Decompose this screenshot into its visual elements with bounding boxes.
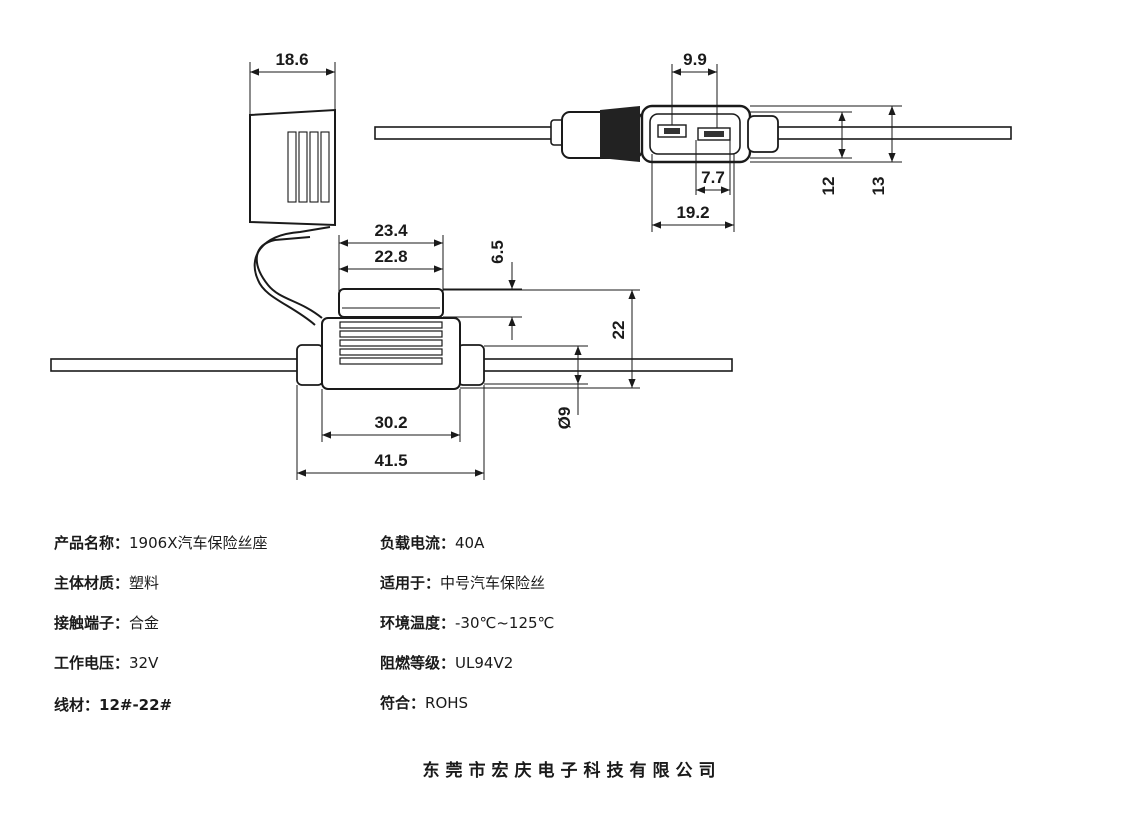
body-ribs: [339, 321, 443, 365]
dim-22-8: 22.8: [374, 247, 407, 266]
right-collar: [457, 344, 485, 386]
tether-cap: [249, 108, 336, 227]
dim-19-2: 19.2: [676, 203, 709, 222]
dim-18-6: 18.6: [275, 50, 308, 69]
dim-12: 12: [819, 177, 838, 196]
company-name: 东莞市宏庆电子科技有限公司: [422, 761, 722, 781]
spec-applicable: 适用于：中号汽车保险丝: [380, 574, 546, 592]
holder-lid: [338, 288, 444, 318]
terminal-right: [697, 127, 731, 141]
dim-30-2: 30.2: [374, 413, 407, 432]
spec-flame-rating: 阻燃等级：UL94V2: [380, 654, 514, 672]
spec-temperature: 环境温度：-30℃~125℃: [380, 614, 555, 632]
spec-voltage: 工作电压：32V: [54, 654, 159, 672]
holder-body: [321, 317, 461, 390]
dim-41-5: 41.5: [374, 451, 407, 470]
end-view: [374, 104, 1012, 164]
spec-contact: 接触端子：合金: [54, 614, 160, 632]
left-collar: [296, 344, 324, 386]
technical-drawing: 18.6 9.9 7.7 19.2 12 13 23.4 22.8 6.5 22…: [50, 50, 1012, 480]
spec-product-name: 产品名称：1906X汽车保险丝座: [54, 534, 268, 552]
dim-22: 22: [609, 321, 628, 340]
dim-9-9: 9.9: [683, 50, 707, 69]
dim-6-5: 6.5: [488, 240, 507, 264]
dim-7-7: 7.7: [701, 168, 725, 187]
cap-ribs: [287, 131, 330, 203]
dim-23-4: 23.4: [374, 221, 408, 240]
spec-material: 主体材质：塑料: [54, 574, 160, 592]
spec-wire: 线材：12#-22#: [54, 696, 173, 714]
tether-strap: [255, 236, 323, 319]
side-view: [50, 108, 733, 390]
spec-compliance: 符合：ROHS: [380, 694, 469, 712]
dim-dia-9: Ø9: [555, 407, 574, 430]
dimension-lines: [249, 62, 902, 480]
spec-current: 负载电流：40A: [380, 534, 485, 552]
dim-13: 13: [869, 177, 888, 196]
